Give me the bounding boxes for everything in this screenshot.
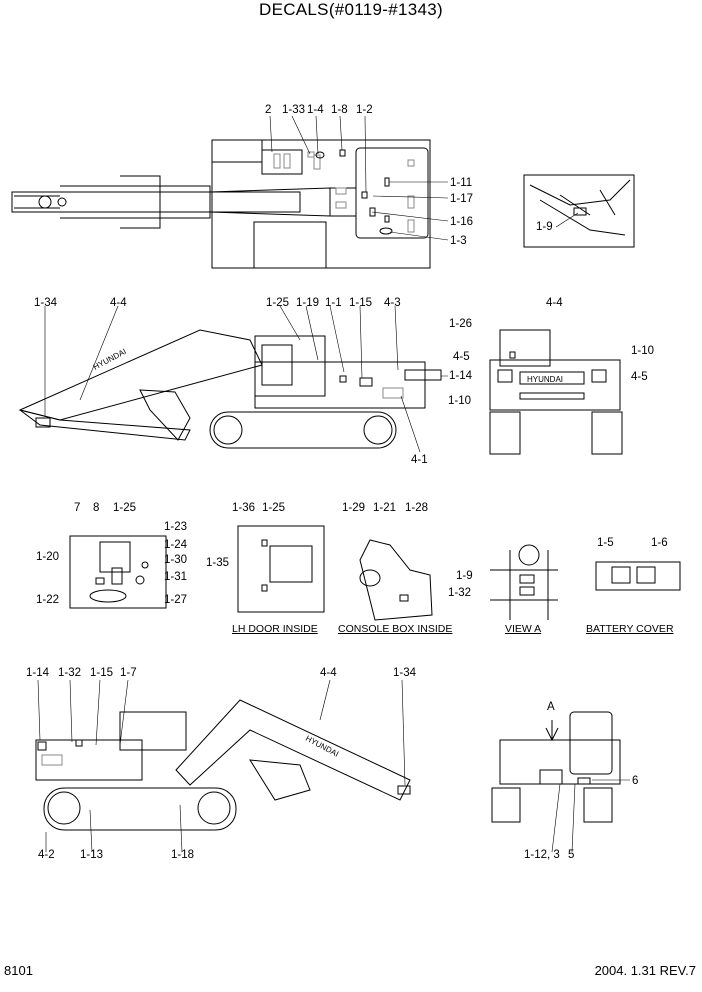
callout-4-4: 4-4 xyxy=(110,297,127,309)
console-box-view xyxy=(359,539,433,621)
callout-1-11: 1-11 xyxy=(450,177,473,189)
rear-right-view-excavator xyxy=(491,711,630,853)
callout-1-32-lh: 1-32 xyxy=(58,667,82,679)
callout-4-2: 4-2 xyxy=(38,849,55,861)
callout-1-29: 1-29 xyxy=(342,502,366,514)
callout-2: 2 xyxy=(265,104,272,116)
callout-1-18: 1-18 xyxy=(171,849,195,861)
svg-text:HYUNDAI: HYUNDAI xyxy=(92,347,128,372)
callout-1-12-3: 1-12, 3 xyxy=(524,849,560,861)
callout-1-21: 1-21 xyxy=(373,502,397,514)
callout-1-19: 1-19 xyxy=(296,297,320,309)
callout-1-34-lh: 1-34 xyxy=(393,667,417,679)
callout-1-14-lh: 1-14 xyxy=(26,667,50,679)
date-revision: 2004. 1.31 REV.7 xyxy=(594,963,696,978)
callout-1-16: 1-16 xyxy=(450,216,474,228)
callout-1-36: 1-36 xyxy=(232,502,256,514)
callout-1-9: 1-9 xyxy=(536,221,553,233)
callout-1-9-view-a: 1-9 xyxy=(456,570,473,582)
callout-1-35: 1-35 xyxy=(206,557,230,569)
callout-1-10-right: 1-10 xyxy=(631,345,655,357)
callout-5: 5 xyxy=(568,849,575,861)
callout-1-17: 1-17 xyxy=(450,193,474,205)
battery-cover-view xyxy=(595,561,681,591)
rh-side-view-excavator: HYUNDAI xyxy=(18,305,448,453)
callout-1-26: 1-26 xyxy=(449,318,473,330)
callout-1-24: 1-24 xyxy=(164,539,188,551)
callout-1-32-view-a: 1-32 xyxy=(448,587,472,599)
callout-1-5: 1-5 xyxy=(597,537,614,549)
callout-1-14: 1-14 xyxy=(449,370,473,382)
page-title: DECALS(#0119-#1343) xyxy=(259,0,443,19)
callout-4-5-right: 4-5 xyxy=(631,371,648,383)
inset-boom-detail xyxy=(523,174,635,248)
callout-1-34: 1-34 xyxy=(34,297,58,309)
callout-1-8: 1-8 xyxy=(331,104,348,116)
lh-door-view xyxy=(237,525,325,613)
callout-1-6: 1-6 xyxy=(651,537,668,549)
view-a-detail xyxy=(490,544,558,620)
svg-text:HYUNDAI: HYUNDAI xyxy=(527,375,563,384)
callout-1-15-lh: 1-15 xyxy=(90,667,114,679)
callout-1-2: 1-2 xyxy=(356,104,373,116)
cab-interior-view xyxy=(69,535,167,609)
callout-4-1: 4-1 xyxy=(411,454,428,466)
callout-4-3: 4-3 xyxy=(384,297,401,309)
callout-1-23: 1-23 xyxy=(164,521,188,533)
callout-1-30: 1-30 xyxy=(164,554,188,566)
callout-6: 6 xyxy=(632,775,639,787)
callout-1-33: 1-33 xyxy=(282,104,306,116)
callout-4-5-left: 4-5 xyxy=(453,351,470,363)
caption-lh-door-inside: LH DOOR INSIDE xyxy=(232,623,318,635)
callout-4-4-lh: 4-4 xyxy=(320,667,337,679)
top-view-excavator xyxy=(11,115,449,269)
callout-1-28: 1-28 xyxy=(405,502,429,514)
callout-view-a-arrow: A xyxy=(547,701,555,713)
rear-view-excavator: HYUNDAI xyxy=(489,329,623,455)
caption-view-a: VIEW A xyxy=(505,623,542,635)
callout-1-3: 1-3 xyxy=(450,235,467,247)
caption-console-box-inside: CONSOLE BOX INSIDE xyxy=(338,623,453,635)
callout-1-31: 1-31 xyxy=(164,571,188,583)
callout-1-27: 1-27 xyxy=(164,594,188,606)
callout-1-25-cab: 1-25 xyxy=(113,502,137,514)
callout-1-4: 1-4 xyxy=(307,104,324,116)
callout-1-1: 1-1 xyxy=(325,297,342,309)
callout-1-15: 1-15 xyxy=(349,297,373,309)
lh-side-view-excavator: HYUNDAI xyxy=(35,679,411,853)
callout-8: 8 xyxy=(93,502,100,514)
callout-1-7: 1-7 xyxy=(120,667,137,679)
page-number: 8101 xyxy=(4,963,33,978)
callout-1-25: 1-25 xyxy=(266,297,290,309)
callout-1-22: 1-22 xyxy=(36,594,60,606)
callout-7: 7 xyxy=(74,502,81,514)
caption-battery-cover: BATTERY COVER xyxy=(586,623,674,635)
callout-1-10-left: 1-10 xyxy=(448,395,472,407)
callout-1-20: 1-20 xyxy=(36,551,60,563)
svg-text:HYUNDAI: HYUNDAI xyxy=(304,734,340,759)
callout-1-13: 1-13 xyxy=(80,849,104,861)
callout-4-4-rear: 4-4 xyxy=(546,297,563,309)
callout-1-25-door: 1-25 xyxy=(262,502,286,514)
